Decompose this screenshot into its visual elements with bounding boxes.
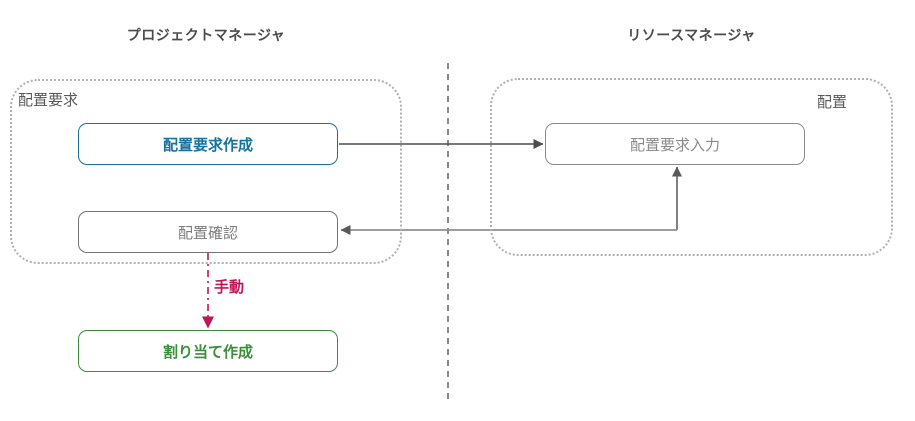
edge-label-manual: 手動 bbox=[214, 279, 245, 296]
container-placement-label: 配置 bbox=[816, 94, 847, 111]
node-placement-confirmation: 配置確認 bbox=[78, 211, 338, 253]
lane-header-project-manager: プロジェクトマネージャ bbox=[126, 27, 286, 43]
lane-header-resource-manager: リソースマネージャ bbox=[627, 27, 756, 43]
node-placement-request-input: 配置要求入力 bbox=[545, 123, 805, 165]
node-create-assignment: 割り当て作成 bbox=[78, 330, 338, 372]
container-placement-request-label: 配置要求 bbox=[18, 92, 79, 109]
node-create-placement-request: 配置要求作成 bbox=[78, 123, 338, 165]
container-placement-request: 配置要求 bbox=[10, 79, 402, 264]
container-placement: 配置 bbox=[490, 78, 893, 256]
